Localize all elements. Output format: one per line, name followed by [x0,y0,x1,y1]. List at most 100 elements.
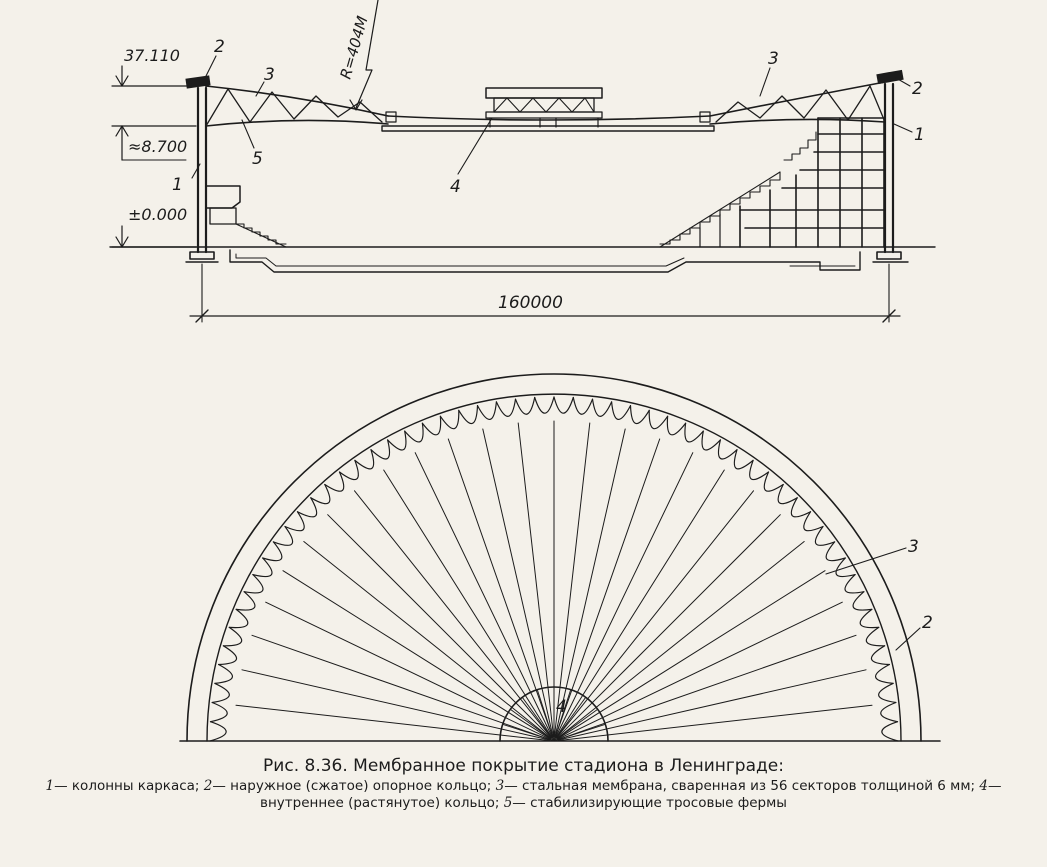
sector-scallop [865,626,886,647]
sector-scallop [611,401,632,420]
sector-scallop [310,483,331,505]
callout-1-left: 1 [172,175,183,195]
caption-item-number: 2 [203,778,213,794]
sector-line [554,428,626,738]
sector-line [555,452,694,738]
caption-item-number: 4 [979,778,988,794]
sector-scallop [763,471,784,492]
sector-scallop [387,430,407,451]
central-ring-structure [485,87,603,128]
sector-line [557,601,843,740]
sector-scallop [629,405,650,425]
hub-spoke [521,696,555,742]
sector-scallop [852,591,873,611]
sector-scallop [790,497,812,518]
sector-scallop [421,415,442,436]
sector-line [482,428,554,738]
sector-scallop [458,405,479,425]
sector-scallop [262,541,283,562]
sector-line [241,669,551,741]
hub-spoke [553,689,572,742]
right-outer-ring [876,69,904,85]
arena-floor-inner [235,253,685,267]
sector-line [557,704,873,742]
left-cable-truss [205,85,389,127]
sector-scallop [880,701,899,723]
sector-line [557,669,867,741]
sector-scallop [859,608,880,629]
sector-scallop [825,541,846,562]
sector-scallop [211,682,230,704]
callout-2-right: 2 [912,79,923,99]
plan-callout-3: 3 [908,537,919,557]
sector-line [556,490,754,739]
section-view: 37.110 ≈8.700 ±0.000 R=404M 160000 2 3 3… [109,0,936,323]
sector-line [556,570,826,740]
sector-scallop [218,645,238,666]
caption-legend: 1— колонны каркаса; 2— наружное (сжатое)… [0,778,1047,812]
hub-spoke [536,689,555,742]
sector-scallop [875,663,894,684]
caption-item-number: 1 [45,778,55,794]
right-footing [876,251,902,260]
radius-label: R=404M [337,14,372,81]
sector-scallop [777,483,798,505]
sector-scallop [243,574,264,594]
membrane-sector-lines [233,420,875,742]
outer-ring-inner [206,393,902,742]
sector-scallop [222,626,243,647]
sector-scallop [370,439,391,460]
sector-scallop [814,525,836,546]
caption-item-text: — колонны каркаса; [54,778,204,794]
radius-leader [349,0,379,111]
sector-scallop [495,398,517,417]
sector-scallop [591,398,613,417]
callout-1-right: 1 [914,125,925,145]
sector-scallop [844,574,865,594]
hub-spoke [553,696,587,742]
sector-scallop [228,608,249,629]
right-column [872,69,909,263]
caption-item-text: — внутреннее (растянутое) кольцо; [260,778,1002,811]
sector-scallop [870,645,890,666]
sector-scallop [272,525,294,546]
caption-item-text: — наружное (сжатое) опорное кольцо; [212,778,496,794]
sector-line [303,541,552,739]
sector-scallop [252,557,273,578]
caption-item-5: 5— стабилизирующие тросовые фермы [504,795,787,811]
level-top-label: 37.110 [124,46,180,65]
sector-scallop [648,409,669,430]
caption-item-2: 2— наружное (сжатое) опорное кольцо; [204,778,496,794]
membrane-sector-scallops [209,396,899,742]
sector-line [556,541,805,739]
plan-view: 3 2 4 [179,373,941,742]
callout-2-left: 2 [214,37,225,57]
sector-scallop [684,422,704,443]
hub-spoke [502,723,555,742]
left-column [185,75,219,263]
sector-scallop [717,439,738,460]
sector-scallop [878,682,897,704]
sector-scallop [209,701,228,723]
callout-4: 4 [450,177,461,197]
sector-scallop [572,396,594,415]
callout-3-left: 3 [264,65,275,85]
sector-scallop [835,557,856,578]
sector-line [447,438,554,738]
sector-line [327,514,552,739]
section-callout-leaders [191,55,913,179]
sector-scallop [235,591,256,611]
caption-item-text: — стабилизирующие тросовые фермы [512,795,787,811]
hub-spoke [509,708,555,742]
hub-spoke [553,708,599,742]
right-stands [659,117,885,248]
sector-line [282,570,552,740]
sector-scallop [534,396,555,414]
sector-line [554,438,661,738]
sector-line [556,514,781,739]
arena-floor-outline [229,249,861,273]
membrane-profile [387,115,711,121]
span-dimension [189,263,901,323]
sector-line [414,452,553,738]
